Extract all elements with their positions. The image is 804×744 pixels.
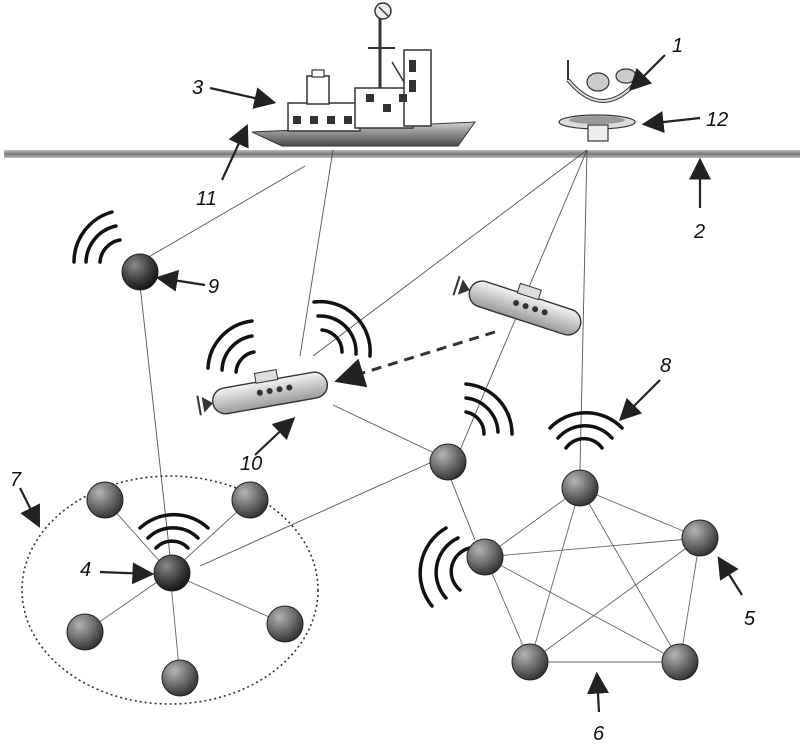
peer-node bbox=[661, 643, 699, 681]
cluster-node bbox=[161, 659, 199, 697]
cluster-head-node bbox=[153, 554, 191, 592]
cluster-links bbox=[84, 499, 286, 679]
relay-node-center bbox=[429, 443, 467, 481]
cluster-node bbox=[231, 481, 269, 519]
label-sea-surface: 2 bbox=[693, 221, 705, 243]
communication-links bbox=[139, 149, 588, 567]
peer-node bbox=[681, 519, 719, 557]
surface-ship bbox=[251, 2, 476, 147]
sea-surface-line bbox=[4, 150, 800, 158]
relay-node-8 bbox=[561, 469, 599, 507]
label-cluster: 7 bbox=[10, 469, 22, 491]
label-buoy-base: 12 bbox=[706, 109, 728, 131]
label-peer-network: 6 bbox=[593, 723, 605, 744]
callout-arrows bbox=[19, 54, 743, 713]
peer-node bbox=[511, 643, 549, 681]
label-relay-node: 8 bbox=[660, 355, 671, 377]
surface-relay-node bbox=[121, 253, 159, 291]
cluster-node bbox=[266, 605, 304, 643]
label-buoy: 1 bbox=[672, 35, 683, 57]
auv-upper bbox=[452, 275, 582, 336]
acoustic-signal-icon bbox=[72, 210, 624, 608]
label-ship-hull: 11 bbox=[196, 188, 217, 210]
label-cluster-head: 4 bbox=[80, 559, 91, 581]
cluster-node bbox=[66, 613, 104, 651]
sensor-nodes bbox=[66, 253, 719, 697]
label-auv: 10 bbox=[240, 453, 262, 475]
peer-mesh-links bbox=[484, 487, 701, 663]
label-surface-relay: 9 bbox=[208, 276, 219, 298]
surface-buoy bbox=[558, 60, 640, 142]
cluster-node bbox=[86, 481, 124, 519]
auv-lower bbox=[196, 369, 329, 416]
peer-node bbox=[466, 538, 504, 576]
auv-movement-arrow bbox=[334, 330, 496, 388]
cluster-boundary bbox=[21, 475, 319, 705]
label-ship: 3 bbox=[192, 77, 203, 99]
label-peer-node: 5 bbox=[744, 608, 756, 630]
